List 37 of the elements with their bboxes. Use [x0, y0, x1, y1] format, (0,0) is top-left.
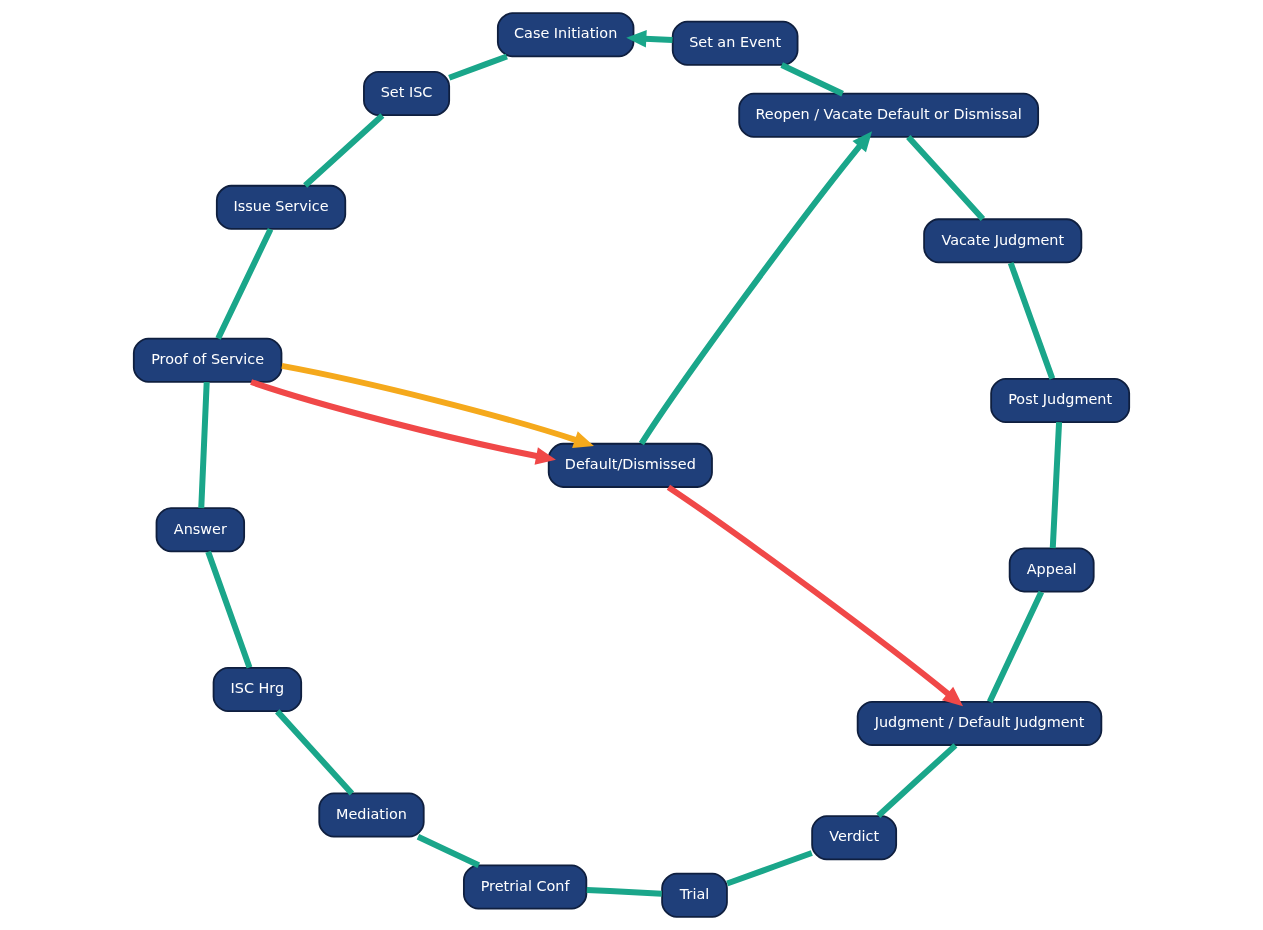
- node-box: Set an Event: [671, 20, 799, 66]
- node-box: Mediation: [318, 792, 425, 838]
- arrow: [250, 379, 556, 465]
- node-box: Case Initiation: [496, 12, 635, 58]
- connector: [726, 850, 813, 887]
- arrow: [638, 131, 873, 446]
- node-box: Post Judgment: [990, 378, 1131, 423]
- node-box: Set ISC: [363, 71, 451, 117]
- node-box: Judgment / Default Judgment: [856, 700, 1103, 746]
- connector: [448, 53, 508, 81]
- node-box: Verdict: [811, 815, 898, 861]
- node-box: Vacate Judgment: [923, 218, 1083, 264]
- connector: [1049, 422, 1063, 549]
- connector: [198, 382, 210, 509]
- connector: [1007, 261, 1056, 380]
- connector: [215, 227, 274, 340]
- node-box: ISC Hrg: [212, 667, 303, 712]
- connector: [205, 550, 253, 669]
- node-box: Appeal: [1008, 547, 1095, 593]
- node-box: Trial: [661, 872, 728, 918]
- connector: [876, 743, 958, 818]
- connector: [987, 590, 1045, 703]
- node-box: Answer: [155, 507, 246, 553]
- connector: [906, 134, 986, 221]
- connector: [416, 834, 481, 868]
- node-box: Issue Service: [215, 184, 347, 230]
- connector: [303, 113, 385, 188]
- arrow: [666, 484, 964, 707]
- node-box: Reopen / Vacate Default or Dismissal: [738, 92, 1040, 138]
- node-box: Default/Dismissed: [547, 442, 713, 488]
- connector: [275, 709, 355, 796]
- node-box: Proof of Service: [132, 337, 283, 383]
- connector: [586, 886, 662, 897]
- connector: [780, 62, 844, 97]
- arrow: [626, 30, 673, 48]
- node-box: Pretrial Conf: [463, 864, 588, 910]
- arrow: [281, 362, 594, 448]
